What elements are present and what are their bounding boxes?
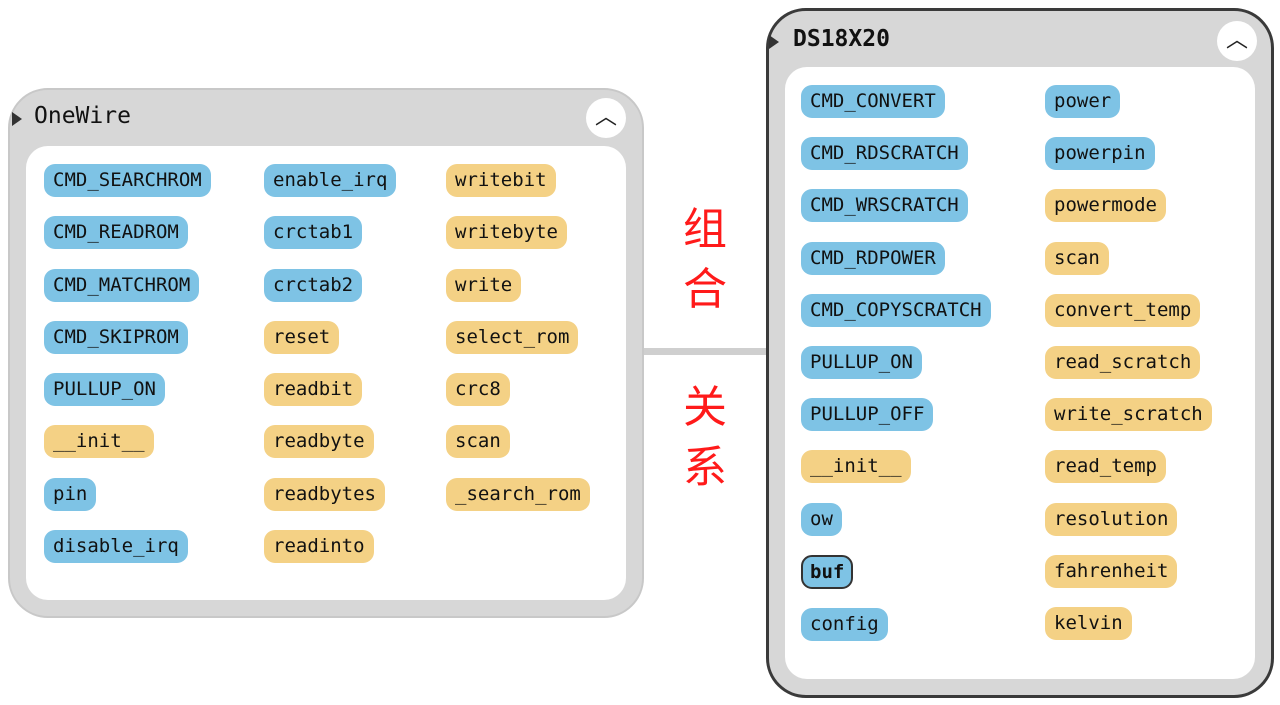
method-pill[interactable]: __init__ [801,450,911,484]
method-pill[interactable]: readbyte [264,425,374,459]
relation-char: 合 [683,264,727,315]
class-header[interactable]: OneWire ︿ [10,90,642,146]
method-pill[interactable]: resolution [1045,502,1178,536]
attribute-pill[interactable]: PULLUP_OFF [801,398,934,432]
attribute-pill[interactable]: CMD_READROM [44,216,188,250]
method-pill[interactable]: __init__ [44,425,154,459]
expand-caret-icon[interactable] [769,35,779,49]
attribute-pill[interactable]: CMD_SEARCHROM [44,164,211,197]
attribute-pill[interactable]: enable_irq [264,164,397,197]
attribute-pill[interactable]: config [801,607,888,641]
method-pill[interactable]: write_scratch [1045,398,1212,432]
member-column: CMD_SEARCHROM CMD_READROM CMD_MATCHROM CMD_… [44,164,211,582]
attribute-pill[interactable]: PULLUP_ON [44,373,165,407]
relation-char: 系 [683,442,727,493]
class-box-onewire: OneWire ︿ CMD_SEARCHROM CMD_READROM CMD_MA… [8,88,644,618]
attribute-pill[interactable]: pin [44,477,97,511]
method-pill[interactable]: select_rom [446,320,579,354]
class-box-ds18x20: DS18X20 ︿ CMD_CONVERT CMD_RDSCRATCH CMD_WR… [766,8,1274,698]
method-pill[interactable]: convert_temp [1045,293,1201,327]
method-pill[interactable]: read_scratch [1045,345,1201,379]
attribute-pill[interactable]: power [1045,85,1121,118]
attribute-pill[interactable]: ow [801,502,842,536]
method-pill[interactable]: scan [446,425,510,459]
method-pill[interactable]: _search_rom [446,477,590,511]
method-pill[interactable]: writebit [446,164,556,197]
class-title: DS18X20 [793,26,890,52]
class-members: CMD_CONVERT CMD_RDSCRATCH CMD_WRSCRATCH CMD… [785,67,1255,679]
member-column: CMD_CONVERT CMD_RDSCRATCH CMD_WRSCRATCH CMD… [801,85,991,660]
collapse-button[interactable]: ︿ [586,98,626,138]
attribute-pill[interactable]: disable_irq [44,530,188,564]
composition-connector-line [644,348,768,355]
attribute-pill[interactable]: powerpin [1045,137,1155,171]
class-header[interactable]: DS18X20 ︿ [769,11,1271,67]
relation-label-bottom: 关 系 [680,378,730,498]
attribute-pill[interactable]: CMD_RDPOWER [801,241,945,275]
relation-label-top: 组 合 [680,200,730,320]
attribute-pill[interactable]: CMD_RDSCRATCH [801,137,968,171]
expand-caret-icon[interactable] [12,112,22,126]
relation-char: 关 [683,382,727,433]
attribute-pill[interactable]: buf [801,554,854,589]
collapse-button[interactable]: ︿ [1217,21,1257,61]
member-column: writebit writebyte write select_rom crc8 scan… [446,164,590,530]
method-pill[interactable]: kelvin [1045,606,1132,640]
method-pill[interactable]: scan [1045,241,1109,275]
member-column: enable_irq crctab1 crctab2 reset readbit read… [264,164,397,582]
method-pill[interactable]: read_temp [1045,450,1166,484]
method-pill[interactable]: crc8 [446,373,510,407]
attribute-pill[interactable]: CMD_WRSCRATCH [801,189,968,223]
class-members: CMD_SEARCHROM CMD_READROM CMD_MATCHROM CMD_… [26,146,626,600]
method-pill[interactable]: powermode [1045,189,1166,223]
class-title: OneWire [34,103,131,129]
attribute-pill[interactable]: CMD_SKIPROM [44,320,188,354]
method-pill[interactable]: readbit [264,373,363,407]
attribute-pill[interactable]: CMD_MATCHROM [44,268,200,302]
method-pill[interactable]: readinto [264,530,374,564]
method-pill[interactable]: writebyte [446,216,567,250]
method-pill[interactable]: reset [264,320,340,354]
attribute-pill[interactable]: crctab1 [264,216,363,250]
relation-char: 组 [683,204,727,255]
attribute-pill[interactable]: CMD_COPYSCRATCH [801,293,991,327]
attribute-pill[interactable]: CMD_CONVERT [801,85,945,118]
attribute-pill[interactable]: crctab2 [264,268,363,302]
method-pill[interactable]: readbytes [264,477,385,511]
method-pill[interactable]: fahrenheit [1045,554,1178,588]
method-pill[interactable]: write [446,268,522,302]
attribute-pill[interactable]: PULLUP_ON [801,345,922,379]
